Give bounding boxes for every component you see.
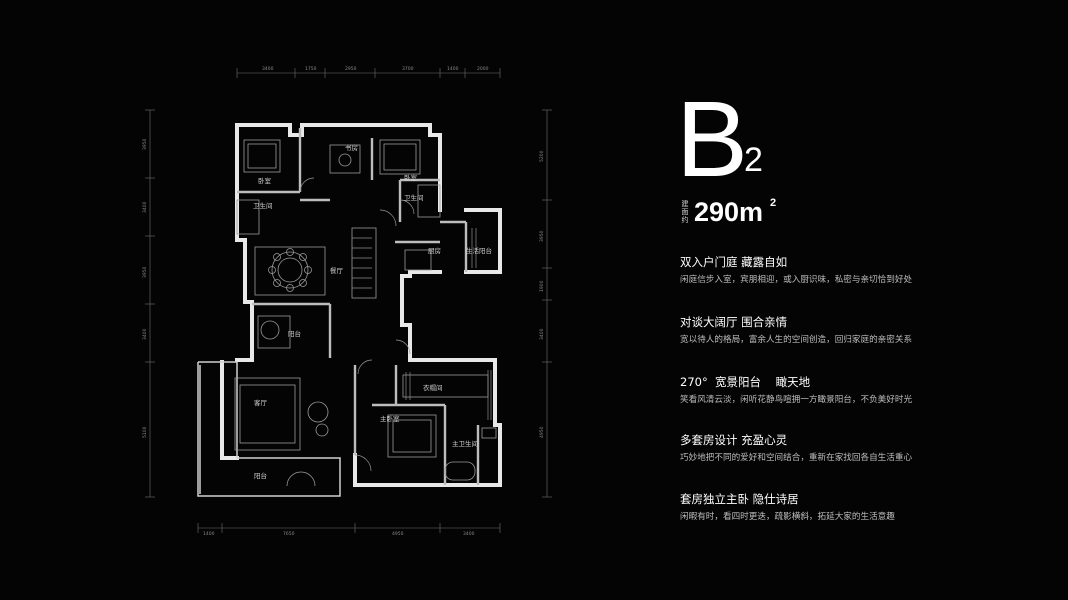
area-unit-superscript: 2 (770, 197, 777, 209)
feature-desc: 笑看风清云淡，闲听花静鸟喧拥一方瞰景阳台，不负美好时光 (680, 395, 913, 405)
dim-left-5: 5100 (142, 426, 148, 438)
room-master-bath: 主卫生间 (452, 439, 478, 448)
unit-area: 建面约 290m 2 (680, 197, 1050, 231)
dim-right-2: 3950 (539, 230, 545, 242)
dim-top-2: 1750 (305, 66, 317, 72)
furniture (234, 139, 497, 487)
dimension-labels: 3400 1750 2950 3700 1400 2000 1400 7650 … (142, 66, 545, 537)
room-bath-left: 卫生间 (253, 201, 273, 210)
door-swings (299, 177, 415, 472)
feature-desc: 闲庭信步入室，宾朋相迎，或入厨识味，私密与亲切恰到好处 (680, 275, 913, 285)
dim-bottom-3: 4950 (392, 531, 404, 537)
feature-title: 多套房设计 充盈心灵 (680, 433, 788, 447)
floor-plan: 3400 1750 2950 3700 1400 2000 1400 7650 … (142, 66, 552, 537)
room-living: 客厅 (254, 398, 268, 407)
dim-bottom-1: 1400 (203, 531, 215, 537)
room-bath-right: 卫生间 (404, 193, 424, 202)
feature-desc: 宽以待人的格局，富余人生的空间创造，回归家庭的亲密关系 (680, 335, 913, 345)
dim-bottom-2: 7650 (283, 531, 295, 537)
room-service-balcony: 生活阳台 (466, 246, 492, 255)
dim-left-3: 3950 (142, 266, 148, 278)
dim-top-3: 2950 (345, 66, 357, 72)
area-value: 290m (694, 197, 764, 227)
dim-right-4: 3400 (539, 328, 545, 340)
feature-item: 套房独立主卧 隐仕诗居 闲暇有时，看四时更迭，疏影横斜，拓延大家的生活意趣 (680, 492, 1050, 523)
dim-left-4: 3400 (142, 328, 148, 340)
interior-walls (237, 128, 480, 485)
feature-desc: 闲暇有时，看四时更迭，疏影横斜，拓延大家的生活意趣 (680, 512, 895, 522)
dim-right-3: 1900 (539, 280, 545, 292)
room-cloakroom: 衣帽间 (423, 383, 443, 392)
room-small-balcony: 阳台 (288, 329, 301, 338)
feature-item: 270° 宽景阳台 瞰天地 笑看风清云淡，闲听花静鸟喧拥一方瞰景阳台，不负美好时… (680, 375, 1050, 406)
dim-top-6: 2000 (477, 66, 489, 72)
room-master-bedroom: 主卧室 (380, 414, 400, 423)
room-bedroom-right: 卧室 (404, 173, 418, 182)
room-kitchen: 厨房 (428, 246, 441, 255)
cabinet-hatching (352, 228, 492, 420)
dimension-lines (145, 68, 552, 533)
dim-top-1: 3400 (262, 66, 274, 72)
unit-type-code: B 2 (676, 85, 1050, 195)
dim-left-1: 3950 (142, 138, 148, 150)
room-balcony: 阳台 (254, 471, 267, 480)
feature-desc: 巧妙地把不同的爱好和空间结合，重新在家找回各自生活重心 (680, 453, 913, 463)
dim-right-1: 5200 (539, 150, 545, 162)
room-labels: 卧室 书房 卧室 卫生间 卫生间 厨房 生活阳台 餐厅 阳台 客厅 衣帽间 主卧… (253, 143, 492, 480)
unit-type-number: 2 (744, 141, 763, 179)
feature-title: 对谈大阔厅 围合亲情 (680, 315, 788, 329)
unit-type-letter: B (676, 78, 748, 199)
area-label: 建面约 (681, 200, 689, 224)
room-bedroom-left: 卧室 (258, 176, 272, 185)
dim-left-2: 3400 (142, 201, 148, 213)
dim-right-5: 4950 (539, 426, 545, 438)
dim-top-5: 1400 (447, 66, 459, 72)
feature-item: 双入户门庭 藏露自如 闲庭信步入室，宾朋相迎，或入厨识味，私密与亲切恰到好处 (680, 255, 1050, 286)
room-dining: 餐厅 (330, 266, 344, 275)
feature-title: 双入户门庭 藏露自如 (680, 255, 788, 269)
unit-info-panel: B 2 建面约 290m 2 双入户门庭 藏露自如 闲庭信步入室，宾朋相迎，或入… (676, 85, 1050, 523)
dim-top-4: 3700 (402, 66, 414, 72)
feature-item: 对谈大阔厅 围合亲情 宽以待人的格局，富余人生的空间创造，回归家庭的亲密关系 (680, 315, 1050, 346)
feature-item: 多套房设计 充盈心灵 巧妙地把不同的爱好和空间结合，重新在家找回各自生活重心 (680, 433, 1050, 464)
room-study: 书房 (345, 143, 358, 152)
feature-title: 套房独立主卧 隐仕诗居 (680, 492, 799, 506)
feature-title: 270° 宽景阳台 瞰天地 (680, 375, 811, 389)
balcony-frame (197, 361, 341, 497)
dim-bottom-4: 3400 (463, 531, 475, 537)
